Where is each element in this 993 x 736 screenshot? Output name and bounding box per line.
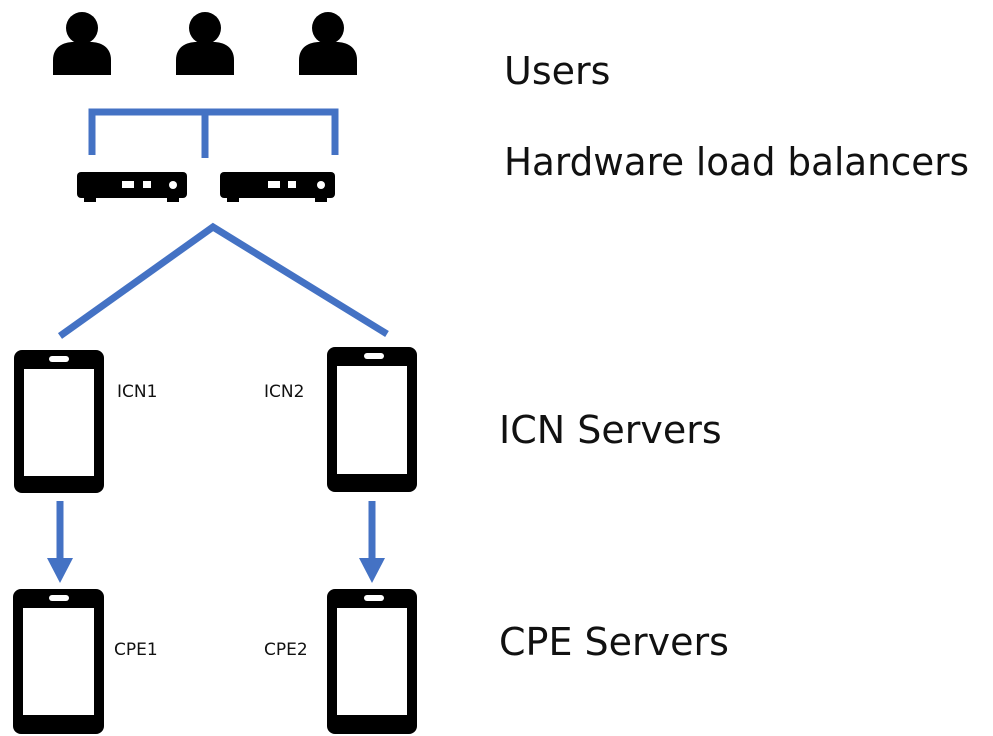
server-icon xyxy=(327,589,417,734)
user-icon xyxy=(176,12,234,75)
arrow-down-icon xyxy=(359,558,385,583)
server-icon xyxy=(14,350,104,493)
tier-label-cpe-servers: CPE Servers xyxy=(499,620,729,664)
tier-label-load-balancers: Hardware load balancers xyxy=(504,140,969,184)
load-balancer-to-icn-connector xyxy=(57,222,389,339)
server-label-cpe1: CPE1 xyxy=(114,640,158,660)
user-icon xyxy=(53,12,111,75)
server-icon xyxy=(327,347,417,492)
arrow-down-icon xyxy=(47,558,73,583)
load-balancer-icon xyxy=(77,172,187,202)
server-label-icn1: ICN1 xyxy=(117,382,157,402)
server-icon xyxy=(13,589,104,734)
users-connector xyxy=(88,108,339,158)
server-label-cpe2: CPE2 xyxy=(264,640,308,660)
server-label-icn2: ICN2 xyxy=(264,382,304,402)
user-icon xyxy=(299,12,357,75)
load-balancer-icon xyxy=(220,172,335,202)
tier-label-icn-servers: ICN Servers xyxy=(499,408,722,452)
tier-label-users: Users xyxy=(504,49,610,93)
